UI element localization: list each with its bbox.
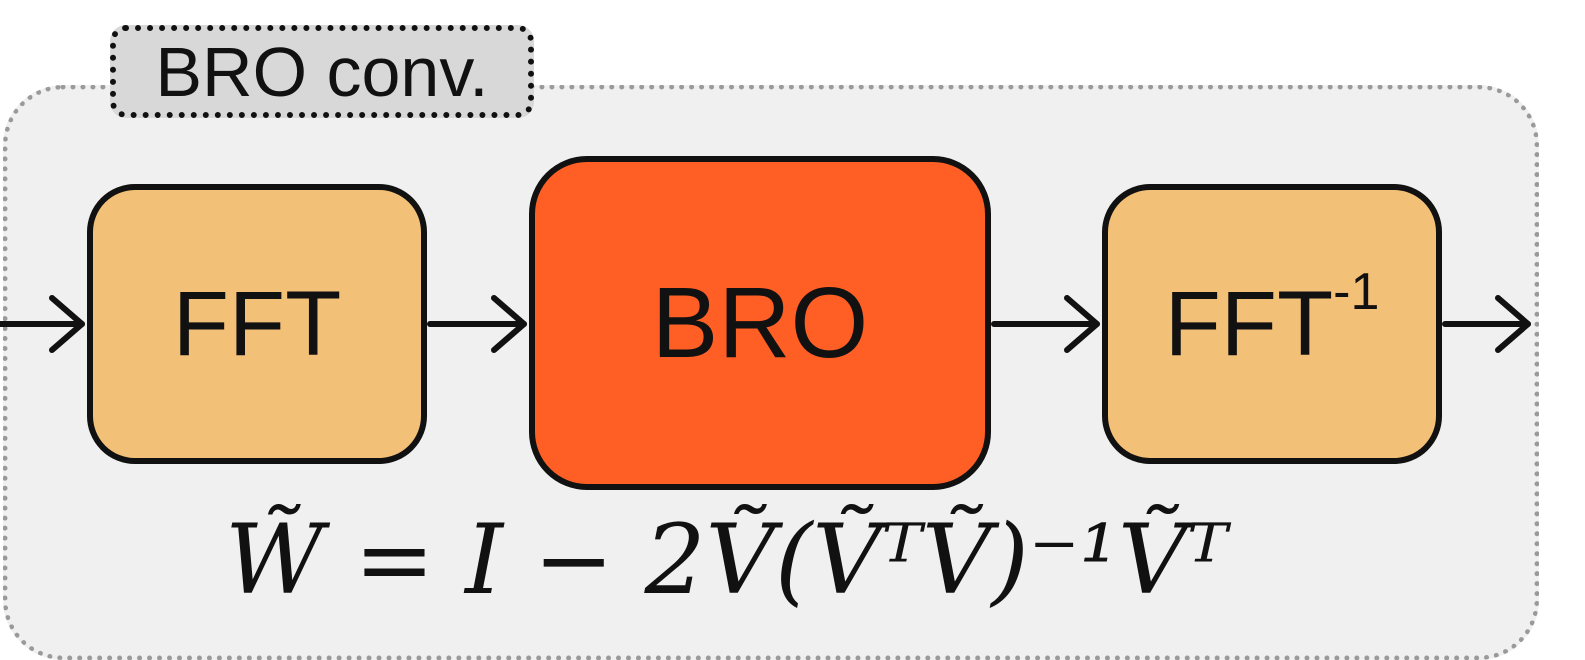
bro-conv-label: BRO conv. [110,25,534,118]
bro-block-label: BRO [651,266,869,379]
bro-formula: W̃ = I − 2Ṽ(ṼᵀṼ)⁻¹Ṽᵀ [225,504,1228,616]
bro-to-ifft-arrow [991,295,1100,353]
inverse-fft-block: FFT-1 [1102,184,1442,464]
input-arrow [0,295,85,353]
fft-to-bro-arrow [427,295,527,353]
bro-block: BRO [529,156,991,490]
inverse-fft-superscript: -1 [1333,263,1380,321]
output-arrow [1442,295,1531,353]
fft-block: FFT [87,184,427,464]
inverse-fft-block-label: FFT [1164,272,1334,375]
fft-block-label: FFT [172,272,342,375]
